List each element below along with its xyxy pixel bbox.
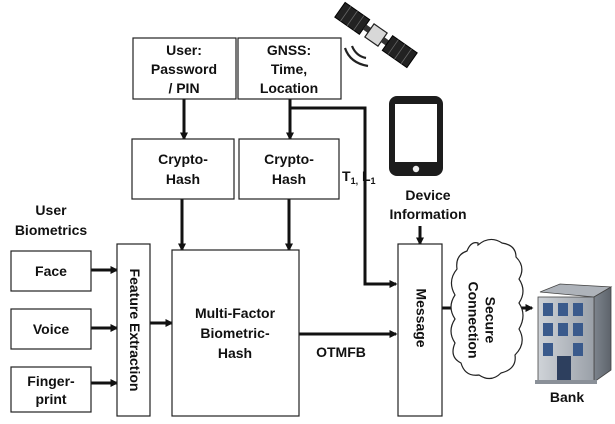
crypto-hash-right-line1: Crypto- <box>264 151 314 167</box>
crypto-hash-right-line2: Hash <box>272 171 306 187</box>
bank-label: Bank <box>550 389 584 405</box>
user-password-box: User: Password / PIN <box>132 37 237 100</box>
multi-factor-biometric-hash-box: Multi-Factor Biometric- Hash <box>171 249 300 417</box>
satellite-icon <box>334 1 418 69</box>
face-box: Face <box>10 250 92 292</box>
message-label: Message <box>413 288 429 347</box>
device-information-line1: Device <box>405 187 450 203</box>
connectors <box>91 99 534 387</box>
user-biometrics-line1: User <box>35 202 67 218</box>
gnss-line3: Location <box>260 80 318 96</box>
arrow-gnss-to-message <box>290 106 398 288</box>
gnss-box: GNSS: Time, Location <box>237 37 342 100</box>
mfbh-line1: Multi-Factor <box>195 305 276 321</box>
crypto-hash-left-box: Crypto- Hash <box>131 138 235 200</box>
crypto-hash-left-line1: Crypto- <box>158 151 208 167</box>
device-information-line2: Information <box>390 206 467 222</box>
crypto-hash-left-line2: Hash <box>166 171 200 187</box>
secure-connection-line2: Connection <box>465 282 481 359</box>
gnss-line2: Time, <box>271 61 307 77</box>
fingerprint-line2: print <box>35 391 66 407</box>
face-label: Face <box>35 263 67 279</box>
otmfb-label: OTMFB <box>316 344 366 360</box>
fingerprint-line1: Finger- <box>27 373 75 389</box>
fingerprint-box: Finger- print <box>10 366 92 413</box>
gnss-line1: GNSS: <box>267 42 311 58</box>
mfbh-line2: Biometric- <box>200 325 270 341</box>
feature-extraction-box: Feature Extraction <box>116 243 151 417</box>
voice-box: Voice <box>10 308 92 350</box>
user-password-line2: Password <box>151 61 217 77</box>
mfbh-line3: Hash <box>218 345 252 361</box>
signal-waves-icon <box>343 45 369 68</box>
voice-label: Voice <box>33 321 70 337</box>
cloud-icon <box>450 238 524 380</box>
feature-extraction-label: Feature Extraction <box>127 269 143 392</box>
smartphone-icon <box>389 96 443 176</box>
user-password-line3: / PIN <box>168 80 199 96</box>
secure-connection-line1: Secure <box>482 297 498 344</box>
user-password-line1: User: <box>166 42 202 58</box>
crypto-hash-right-box: Crypto- Hash <box>238 138 340 200</box>
user-biometrics-line2: Biometrics <box>15 222 88 238</box>
message-box: Message <box>397 243 443 417</box>
bank-building-icon <box>535 283 613 384</box>
time-location-label: T1, L1 <box>342 168 376 186</box>
